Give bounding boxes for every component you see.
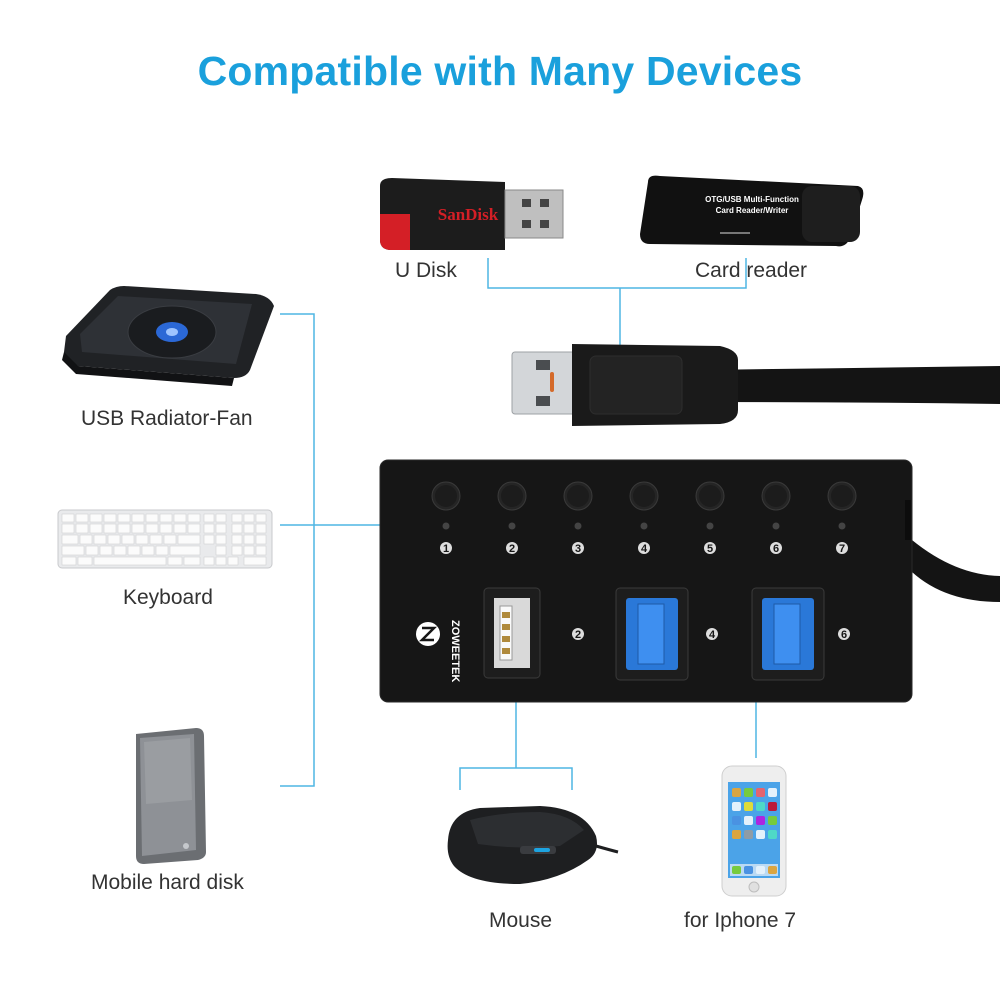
hard-disk-label: Mobile hard disk	[91, 871, 244, 894]
switch-number-3: 3	[575, 543, 581, 555]
mouse-icon	[447, 806, 619, 884]
switch-number-5: 5	[707, 543, 713, 555]
mouse-label: Mouse	[489, 909, 553, 932]
radiator-fan-label: USB Radiator-Fan	[81, 407, 253, 430]
keyboard-icon	[57, 509, 273, 569]
cooling-pad-icon	[62, 286, 274, 386]
smartphone-icon	[721, 765, 787, 897]
card-reader-label: Card reader	[695, 259, 808, 282]
hard-disk-icon	[136, 728, 206, 864]
port-number-6: 6	[841, 629, 847, 641]
switch-number-4: 4	[641, 543, 648, 555]
hub-brand-logo: ZOWEETEK	[416, 620, 461, 682]
switch-number-1: 1	[443, 543, 449, 555]
port-number-4: 4	[709, 629, 716, 641]
usb-plug-icon	[511, 344, 1000, 426]
card-reader-text-2: Card Reader/Writer	[716, 206, 789, 215]
usb-flash-drive-icon: SanDisk	[380, 178, 564, 250]
hub-switches	[431, 481, 857, 530]
switch-number-6: 6	[773, 543, 779, 555]
usb-port-3	[751, 587, 825, 681]
usb-hub-icon: 1 2 3 4 5 6 7 ZOWEETEK	[379, 459, 1000, 703]
port-number-2: 2	[575, 629, 581, 641]
connector-lines	[280, 258, 757, 790]
page-title: Compatible with Many Devices	[197, 48, 803, 94]
usb-port-1	[483, 587, 541, 679]
hub-brand-text: ZOWEETEK	[449, 620, 461, 682]
switch-number-7: 7	[839, 543, 845, 555]
switch-number-2: 2	[509, 543, 515, 555]
card-reader-text-1: OTG/USB Multi-Function	[705, 195, 799, 204]
card-reader-icon: OTG/USB Multi-Function Card Reader/Write…	[640, 175, 864, 247]
keyboard-label: Keyboard	[123, 586, 213, 609]
usb-port-2	[615, 587, 689, 681]
usb-flash-brand: SanDisk	[438, 205, 499, 224]
u-disk-label: U Disk	[395, 259, 457, 282]
iphone-label: for Iphone 7	[684, 909, 797, 932]
